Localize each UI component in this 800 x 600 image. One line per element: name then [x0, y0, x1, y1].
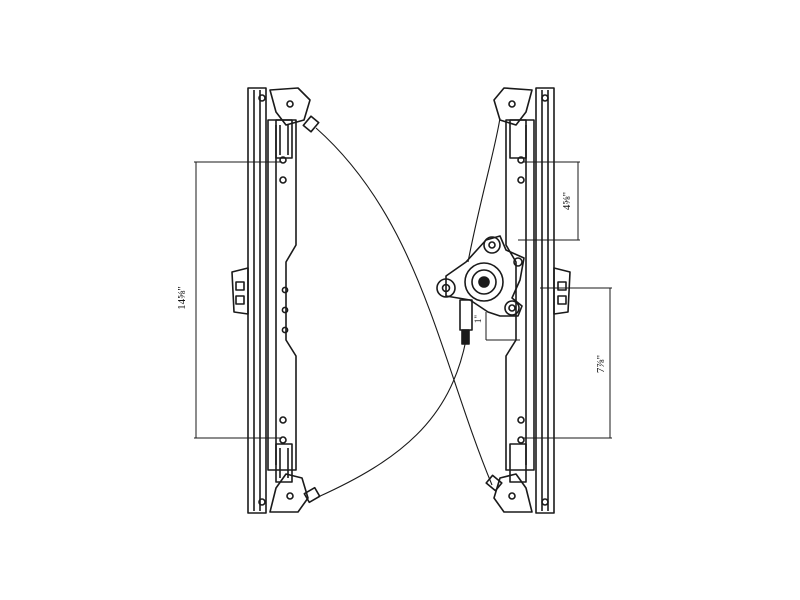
dimension-label-right-lower: 7⅞" — [595, 354, 608, 374]
dimension-lines — [194, 161, 612, 439]
dimension-label-right-upper: 4⅝" — [561, 191, 574, 211]
dimension-label-motor-offset: 1" — [473, 314, 484, 324]
left-rail — [231, 87, 321, 514]
cables — [315, 117, 501, 498]
dimension-label-left-rail: 14⅝" — [175, 286, 188, 310]
right-rail — [485, 87, 571, 514]
motor-assembly — [436, 235, 525, 345]
